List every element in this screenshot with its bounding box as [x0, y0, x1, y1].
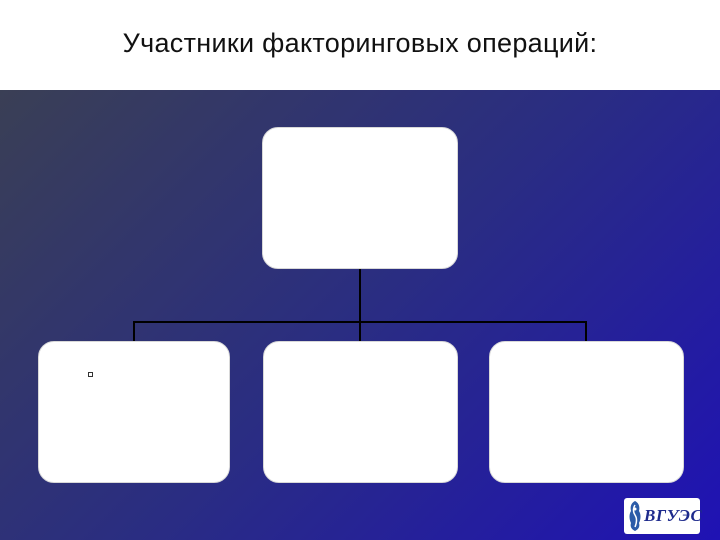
university-emblem-icon — [629, 501, 641, 531]
slide-title: Участники факторинговых операций: — [122, 28, 598, 58]
university-logo: ВГУЭС — [624, 498, 703, 534]
participant-box-center — [263, 341, 458, 483]
connector-lines — [133, 269, 587, 341]
participant-box-left — [38, 341, 230, 483]
org-chart-area: ВГУЭС — [0, 90, 720, 540]
participant-box-right — [489, 341, 684, 483]
bullet-marker-icon — [88, 372, 93, 377]
participant-box-top — [262, 127, 458, 269]
logo-text: ВГУЭС — [644, 506, 703, 525]
slide-header: Участники факторинговых операций: — [0, 0, 720, 90]
